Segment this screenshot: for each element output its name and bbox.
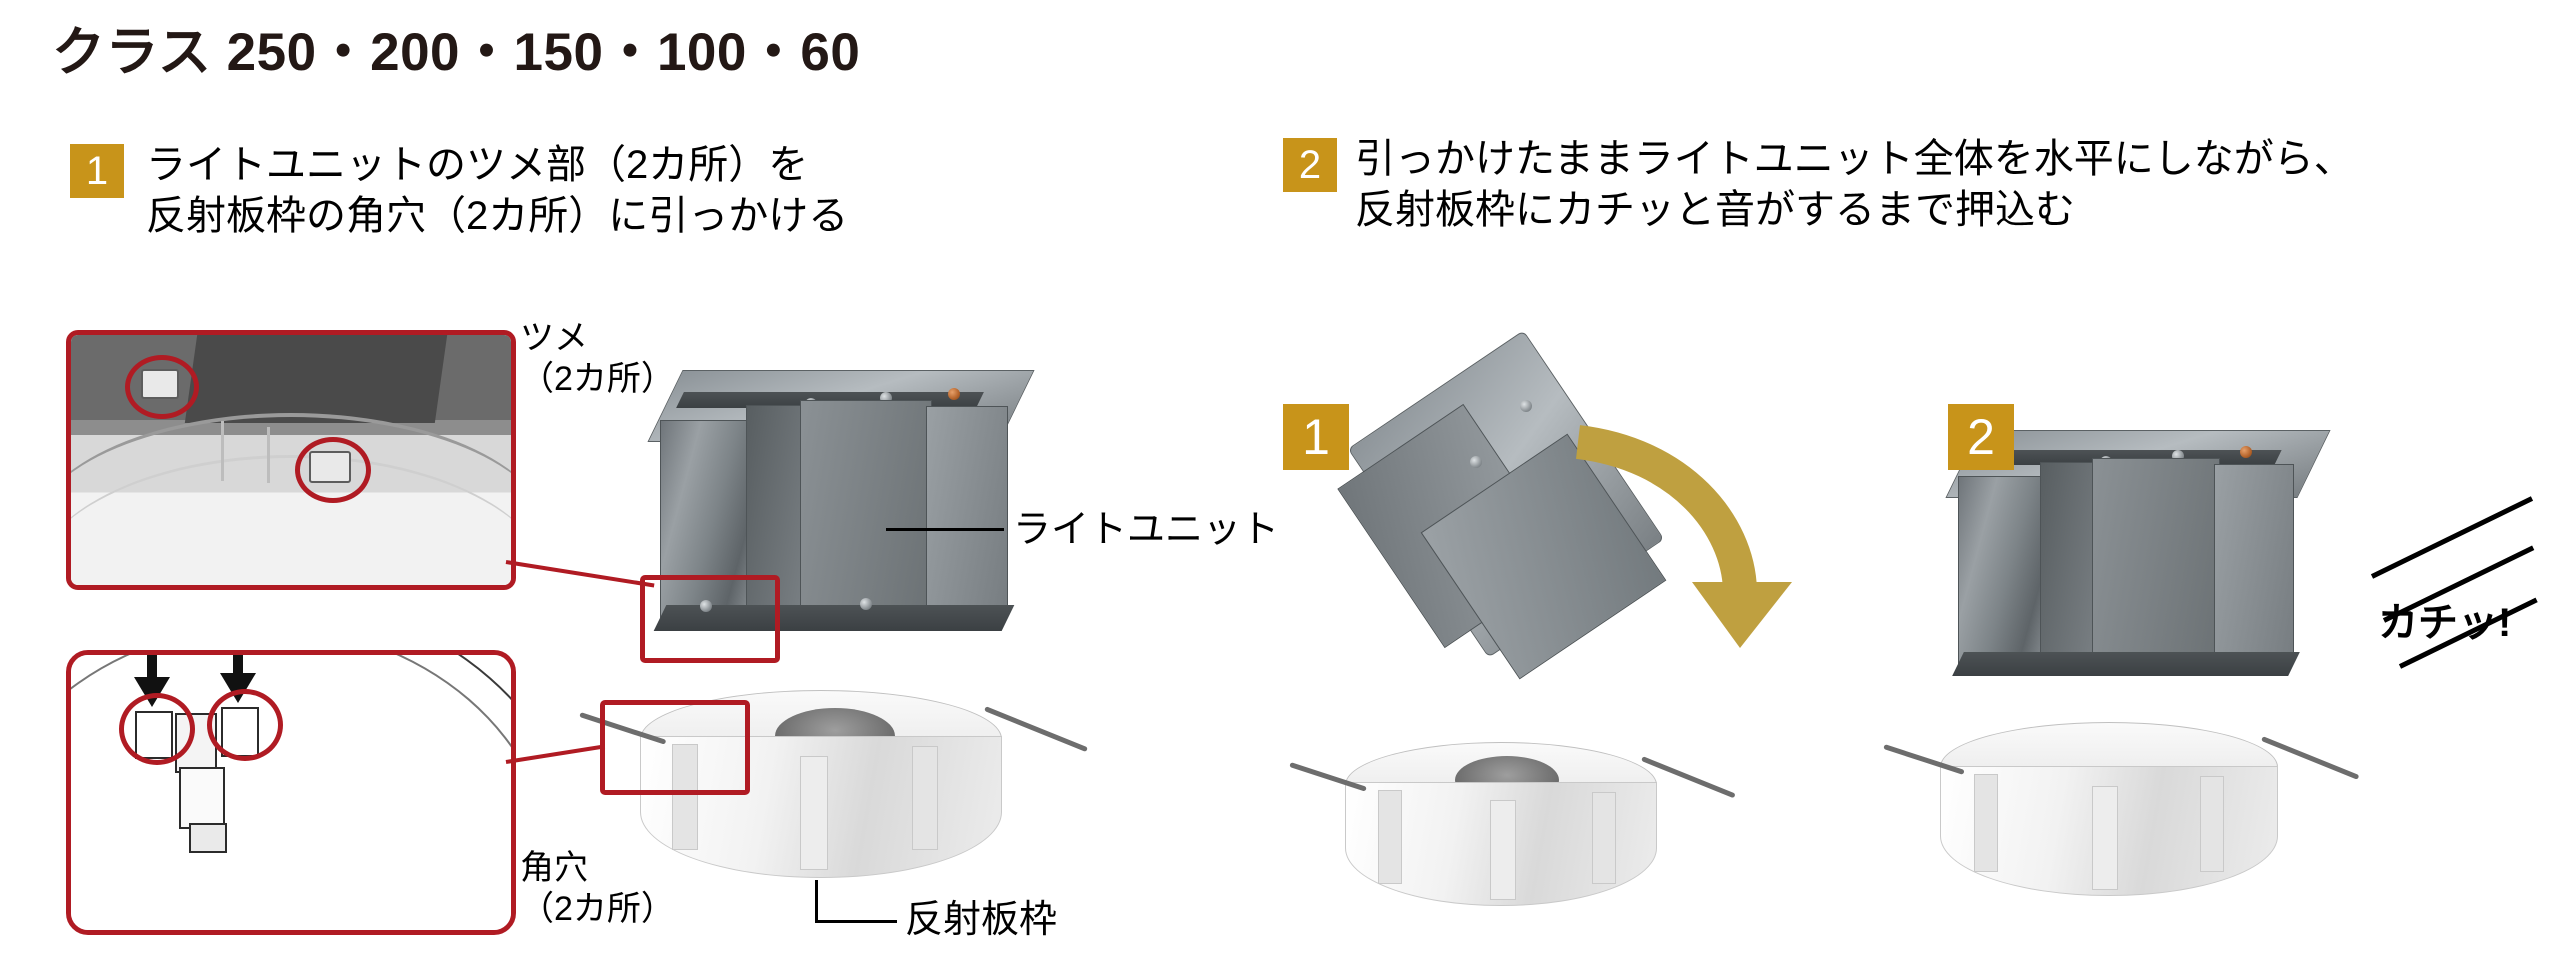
light-unit-left-wall (1958, 476, 2046, 668)
reflector-frame-fin (1592, 792, 1616, 884)
screw (1470, 456, 1482, 468)
insert-arrow-stem-left (147, 655, 157, 679)
claw-label: ツメ （2カ所） (520, 319, 675, 398)
light-unit-right-wall (2214, 464, 2294, 662)
step-1-text: ライトユニットのツメ部（2カ所）を 反射板枠の角穴（2カ所）に引っかける (146, 143, 849, 239)
insert-arrow-stem-right (233, 655, 243, 675)
reflector-frame-leader-horizontal (815, 920, 897, 923)
hole-circle-marker-right (207, 689, 283, 761)
claw-circle-marker-upper (125, 355, 199, 419)
claw-connector-line (505, 560, 655, 588)
step-1-badge: 1 (70, 144, 124, 198)
page-title: クラス 250・200・150・100・60 (52, 23, 861, 82)
housing-dark-band (184, 335, 448, 423)
reflector-frame-fin (2200, 776, 2224, 872)
housing-rib (221, 421, 224, 481)
light-unit-center (800, 400, 932, 627)
square-hole-highlight-box (600, 700, 750, 795)
claw-detail-inset (66, 330, 516, 590)
right-step-1-badge: 1 (1283, 404, 1349, 470)
light-unit-bottom-edge (1952, 652, 2300, 676)
right-step-2-badge: 2 (1948, 404, 2014, 470)
reflector-frame-label: 反射板枠 (905, 899, 1058, 941)
step-2-header: 2 引っかけたままライトユニット全体を水平にしながら、 反射板枠にカチッと音がす… (1283, 134, 2354, 236)
screw (948, 388, 960, 400)
housing-curve-lower (71, 455, 511, 585)
claw-circle-marker-lower (295, 437, 371, 503)
claw-highlight-box (640, 575, 780, 663)
light-unit-center (2092, 458, 2220, 672)
step-2-text: 引っかけたままライトユニット全体を水平にしながら、 反射板枠にカチッと音がするま… (1355, 137, 2354, 233)
impact-line (2370, 496, 2534, 579)
screw (700, 600, 712, 612)
reflector-frame-fin (672, 744, 698, 850)
hole-circle-marker-left (119, 693, 195, 765)
step-1-header: 1 ライトユニットのツメ部（2カ所）を 反射板枠の角穴（2カ所）に引っかける (70, 140, 848, 242)
light-unit-inner-wall (2040, 462, 2100, 668)
housing-rib (267, 427, 270, 483)
light-unit-leader-line (886, 528, 1004, 531)
reflector-frame-leader-vertical (815, 880, 818, 922)
reflector-frame-fin (1974, 774, 1998, 872)
center-bracket-lower (179, 767, 225, 829)
reflector-frame-fin (2092, 786, 2118, 890)
screw (860, 598, 872, 610)
square-hole-detail-inset (66, 650, 516, 935)
light-unit-right-wall (926, 406, 1008, 613)
light-unit-label: ライトユニット (1013, 509, 1280, 551)
center-bracket-foot (189, 823, 227, 853)
light-unit-left-wall (660, 420, 752, 622)
housing-curve-upper (71, 413, 511, 537)
reflector-frame-fin (912, 746, 938, 850)
reflector-frame-fin (800, 756, 828, 870)
click-sound-label: カチッ! (2378, 601, 2512, 645)
reflector-frame-fin (1378, 790, 1402, 884)
screw (2240, 446, 2252, 458)
step-2-badge: 2 (1283, 138, 1337, 192)
screw (1520, 400, 1532, 412)
rotate-down-arrow-icon (1575, 425, 1792, 648)
hole-connector-line (505, 744, 606, 764)
square-hole-label: 角穴 （2カ所） (520, 849, 675, 928)
reflector-frame-fin (1490, 800, 1516, 900)
